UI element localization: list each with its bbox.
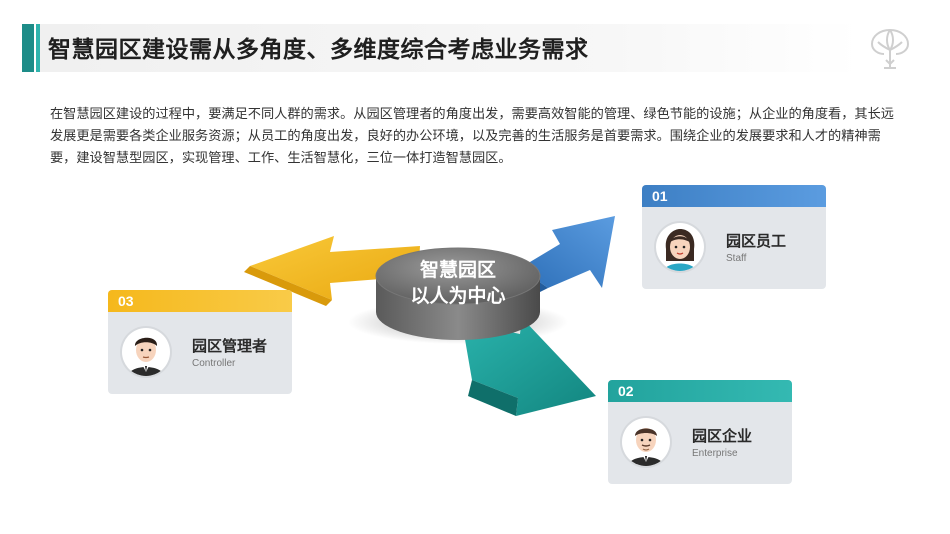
card-controller-number: 03: [118, 293, 134, 309]
card-staff-sub: Staff: [726, 253, 747, 264]
center-disc: [375, 247, 541, 340]
card-staff-number: 01: [652, 188, 668, 204]
card-controller[interactable]: 03 园区管理者 Controller: [108, 290, 292, 394]
male-avatar-icon: [622, 418, 670, 466]
center-label-line1: 智慧园区: [419, 259, 496, 281]
female-avatar-icon: [656, 223, 704, 271]
card-controller-sub: Controller: [192, 358, 236, 369]
title-background: [40, 24, 860, 72]
card-staff[interactable]: 01 园区员工 Staff: [642, 185, 826, 289]
card-staff-name: 园区员工: [726, 232, 787, 250]
yellow-arrow: [244, 236, 420, 306]
tree-logo-icon: [870, 29, 910, 69]
male-avatar-icon: [122, 328, 170, 376]
intro-paragraph: 在智慧园区建设的过程中，要满足不同人群的需求。从园区管理者的角度出发，需要高效智…: [50, 107, 894, 166]
title-accent-bar: [22, 24, 34, 72]
card-enterprise-name: 园区企业: [692, 427, 753, 445]
card-enterprise-tab: 02: [608, 380, 792, 402]
card-enterprise[interactable]: 02 园区企业 Enterprise: [608, 380, 792, 484]
card-staff-tab: 01: [642, 185, 826, 207]
title-accent-stripe: [36, 24, 40, 72]
card-enterprise-sub: Enterprise: [692, 448, 738, 459]
teal-arrow: [462, 318, 596, 416]
card-enterprise-number: 02: [618, 383, 634, 399]
page-title: 智慧园区建设需从多角度、多维度综合考虑业务需求: [48, 37, 589, 63]
card-controller-name: 园区管理者: [192, 337, 268, 355]
card-controller-tab: 03: [108, 290, 292, 312]
center-label-line2: 以人为中心: [410, 285, 506, 307]
center-label: 智慧园区 以人为中心: [398, 257, 518, 309]
